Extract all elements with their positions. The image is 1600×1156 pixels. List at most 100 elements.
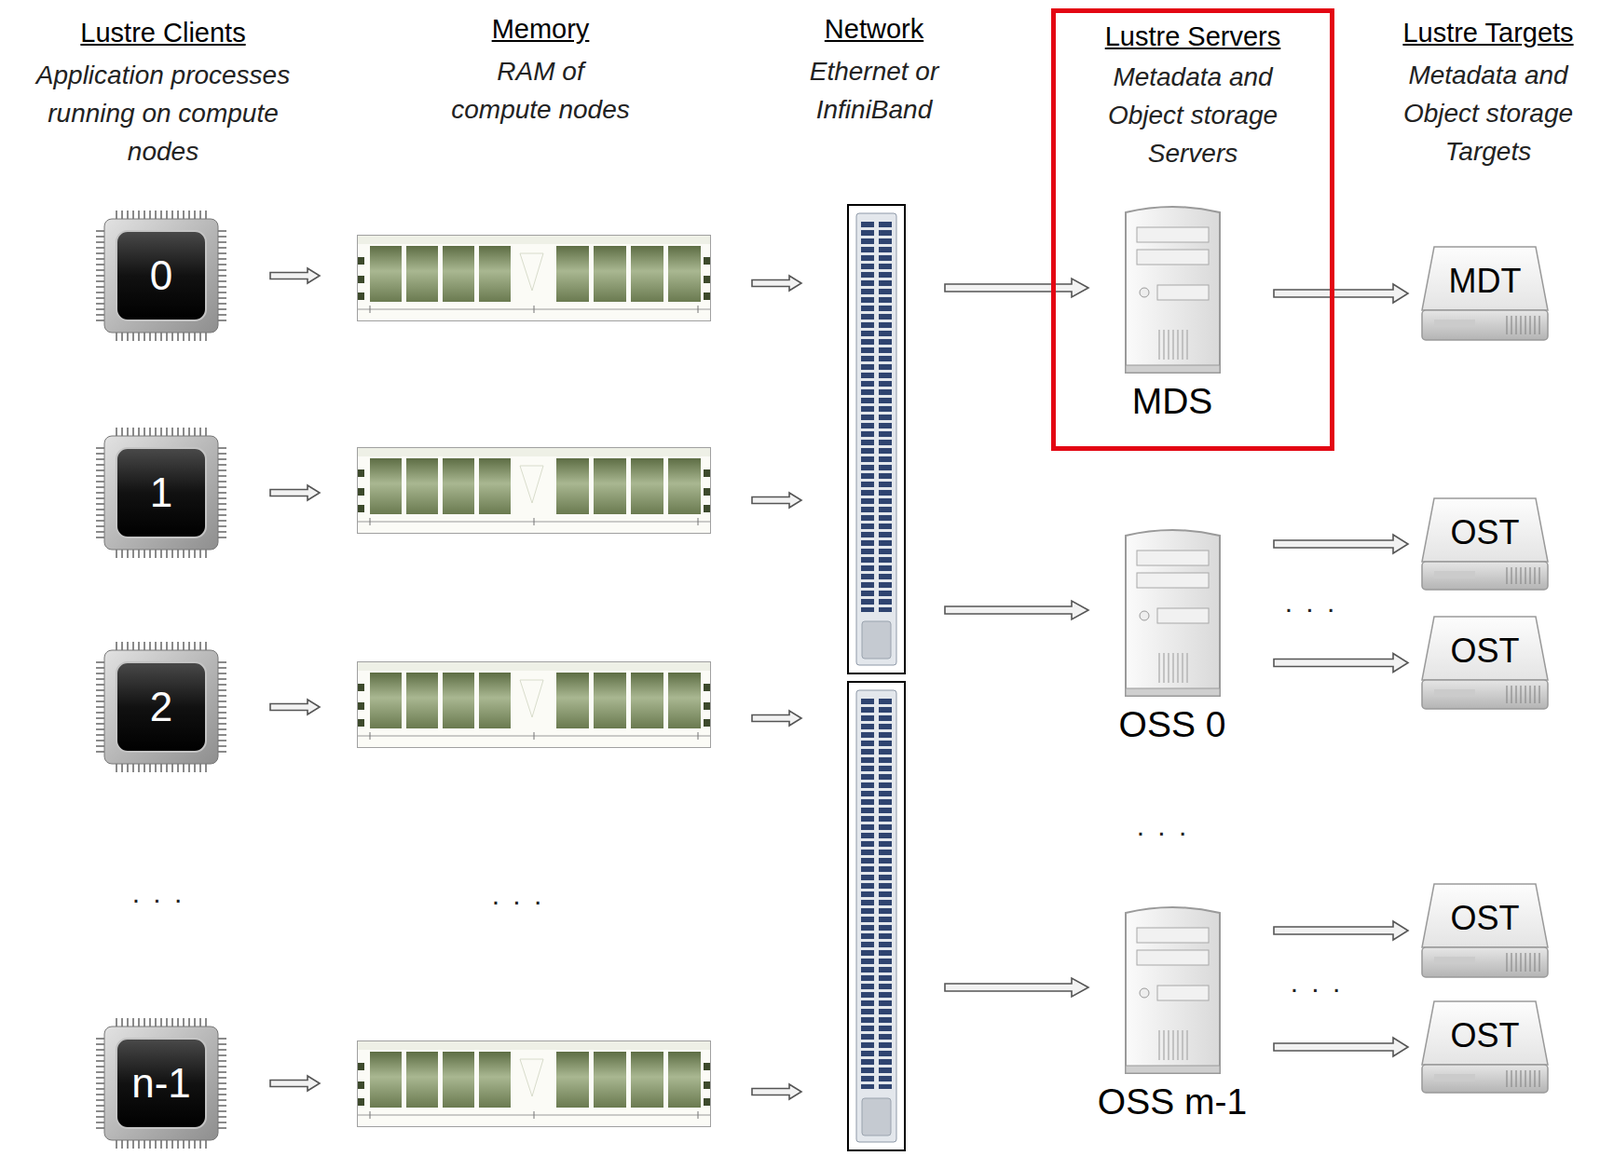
- chip-pin: [218, 1060, 227, 1063]
- chip-pin: [205, 549, 207, 559]
- vent-line: [1186, 1030, 1189, 1061]
- chip-pin: [95, 252, 105, 255]
- vent-line: [1519, 315, 1521, 335]
- cpu-chip: 2: [95, 642, 227, 773]
- chip-pin: [149, 1018, 151, 1027]
- chip-pin: [137, 1018, 140, 1027]
- chip-pin: [218, 700, 227, 703]
- column-subtitle: Metadata and Object storage Targets: [1382, 55, 1594, 171]
- column-subtitle: Ethernet or InfiniBand: [780, 52, 968, 129]
- chip-pin: [188, 1140, 191, 1149]
- memory-stick: [357, 1041, 712, 1128]
- chip-pin: [154, 1140, 157, 1149]
- chip-pin: [205, 1140, 207, 1149]
- vent-line: [1519, 1070, 1521, 1088]
- chip-pin: [218, 706, 227, 709]
- chip-pin: [218, 258, 227, 260]
- chip-pin: [95, 689, 105, 692]
- vent-line: [1181, 653, 1184, 684]
- chip-pin: [199, 427, 202, 437]
- chip-pin: [218, 308, 227, 311]
- chip-pin: [188, 1018, 191, 1027]
- chip-pin: [182, 427, 185, 437]
- chip-pin: [218, 711, 227, 714]
- power-button: [1139, 287, 1149, 298]
- vent-line: [1515, 567, 1517, 585]
- chip-pin: [137, 210, 140, 219]
- vent-line: [1533, 315, 1535, 335]
- chip-pin: [177, 332, 179, 342]
- chip-pin: [218, 751, 227, 753]
- chip-pin: [126, 1018, 129, 1027]
- chip-pin: [95, 525, 105, 528]
- chip-pin: [95, 492, 105, 494]
- disk-body: [1422, 1065, 1548, 1094]
- chip-pin: [218, 519, 227, 522]
- drive-bay: [1136, 950, 1209, 966]
- chip-pin: [171, 764, 174, 773]
- chip-pin: [143, 642, 146, 651]
- disk-top: [1422, 246, 1548, 311]
- network-arrow: [944, 601, 1089, 620]
- chip-pin: [132, 210, 135, 219]
- chip-pin: [165, 1018, 168, 1027]
- vent-line: [1510, 953, 1512, 972]
- chip-pin: [218, 286, 227, 288]
- vent-line: [1510, 1070, 1512, 1088]
- vent-line: [1158, 1030, 1161, 1061]
- vent-line: [1515, 1070, 1517, 1088]
- vent-line: [1186, 329, 1189, 360]
- chip-pin: [218, 1094, 227, 1096]
- chip-pin: [193, 210, 196, 219]
- chip-pin: [132, 427, 135, 437]
- label-box: . . .: [1121, 810, 1205, 843]
- chip-pin: [171, 332, 174, 342]
- server-node: MDS: [1074, 199, 1271, 428]
- chip-pin: [95, 751, 105, 753]
- chip-pin: [188, 549, 191, 559]
- ellipsis: . . .: [1269, 587, 1354, 619]
- chip-pin: [182, 210, 185, 219]
- small-arrow: [270, 699, 320, 715]
- server-icon: [1120, 900, 1226, 1078]
- server-base: [1125, 1066, 1220, 1074]
- chip-pin: [95, 297, 105, 300]
- chip-pin: [218, 480, 227, 483]
- chip-pin: [218, 280, 227, 283]
- chip-pin: [218, 1116, 227, 1119]
- chip-pin: [218, 1082, 227, 1085]
- chip-pin: [160, 210, 163, 219]
- chip-pin: [218, 241, 227, 244]
- chip-pin: [182, 332, 185, 342]
- chip-pin: [95, 700, 105, 703]
- vent-line: [1515, 953, 1517, 972]
- chip-label-box: 2: [95, 642, 227, 773]
- chip-pin: [95, 469, 105, 472]
- chip-pin: [115, 642, 118, 651]
- chip-pin: [218, 291, 227, 294]
- chip-pin: [121, 764, 124, 773]
- chip-pin: [95, 667, 105, 670]
- chip-pin: [218, 464, 227, 466]
- chip-pin: [188, 427, 191, 437]
- chip-pin: [143, 210, 146, 219]
- network-switch: [847, 205, 905, 674]
- chip-pin: [218, 536, 227, 539]
- chip-pin: [171, 642, 174, 651]
- chip-pin: [218, 452, 227, 455]
- vent-line: [1167, 653, 1170, 684]
- vent-line: [1167, 1030, 1170, 1061]
- chip-pin: [193, 764, 196, 773]
- server-label-box: MDS: [1074, 378, 1271, 425]
- disk-bar: [1434, 957, 1476, 965]
- vent-line: [1162, 1030, 1165, 1061]
- chip-pin: [95, 1094, 105, 1096]
- chip-label-box: 1: [95, 427, 227, 559]
- chip-pin: [177, 549, 179, 559]
- chip-pin: [95, 503, 105, 506]
- server-icon: [1120, 199, 1226, 377]
- storage-arrow: [1273, 534, 1409, 554]
- chip-pin: [165, 210, 168, 219]
- chip-pin: [182, 1018, 185, 1027]
